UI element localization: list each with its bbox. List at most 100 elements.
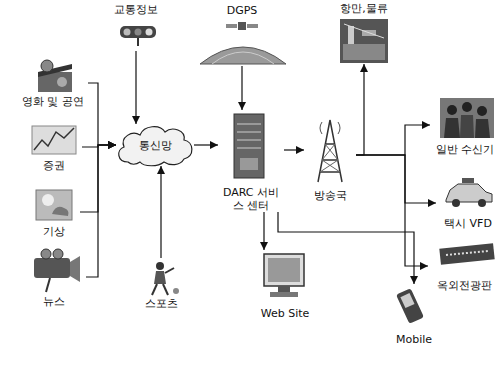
billboard-node: 옥외전광판: [428, 240, 500, 292]
server-icon-part: [237, 124, 261, 125]
news-node: 뉴스: [22, 246, 86, 308]
satellite-earth-icon-part: [212, 52, 274, 64]
sports-player-icon-part: [165, 268, 174, 273]
arrow-connector: [263, 212, 264, 250]
arrow-connector: [356, 125, 430, 155]
movie-node: 영화 및 공연: [18, 58, 88, 108]
traffic-light-icon-part: [146, 29, 153, 36]
taxi-node: 택시 VFD: [436, 176, 500, 230]
people-group-icon: [440, 98, 494, 138]
movie-clapper-icon-part: [57, 77, 67, 87]
mobile-node: Mobile: [384, 284, 444, 346]
people-group-icon-part: [475, 119, 490, 138]
port-photo: [340, 19, 388, 63]
sports-player-icon: [152, 262, 179, 295]
arrow-connector: [160, 166, 161, 258]
server-icon-part: [240, 158, 258, 170]
node-label: 옥외전광판: [437, 279, 492, 292]
arrow-connector: [86, 145, 116, 277]
monitor-icon-part: [264, 254, 304, 286]
weather-node: 기상: [28, 186, 80, 238]
weather-icon-part: [36, 190, 72, 220]
server-icon-part: [237, 148, 261, 149]
satellite-earth-icon-part: [247, 24, 258, 28]
port-photo-part: [348, 26, 354, 44]
node-label: DARC 서비스 센터: [218, 186, 284, 212]
stock-chart-icon-part: [32, 126, 76, 154]
taxi-icon-part: [462, 178, 474, 183]
satellite-earth-icon: [200, 22, 286, 64]
node-label: DGPS: [227, 4, 258, 17]
broadcast-node: 방송국: [304, 118, 356, 202]
arrow-connector: [356, 155, 436, 203]
people-group-icon-part: [477, 106, 487, 116]
node-label: 일반 수신기: [436, 143, 495, 156]
port-photo-part: [343, 44, 385, 60]
taxi-icon-part: [478, 199, 486, 207]
node-label: 교통정보: [114, 3, 158, 16]
node-label: 뉴스: [43, 295, 65, 308]
sports-player-icon-part: [152, 284, 157, 295]
sports-player-icon-part: [156, 262, 164, 270]
satellite-earth-icon-part: [200, 47, 286, 64]
broadcast-tower-icon: [318, 120, 342, 182]
video-camera-icon-part: [53, 249, 63, 259]
cloud-outline: [119, 127, 192, 166]
monitor-icon-part: [270, 292, 298, 297]
people-group-icon-part: [440, 98, 494, 138]
dgps-node: DGPS: [196, 4, 288, 66]
node-label: 증권: [43, 159, 65, 172]
arrow-connector: [194, 144, 218, 145]
video-camera-icon-part: [41, 249, 51, 259]
movie-clapper-icon-part: [41, 60, 53, 72]
server-icon-part: [234, 114, 264, 178]
people-group-icon-part: [447, 105, 457, 115]
mobile-phone-icon: [396, 288, 424, 324]
node-label: Mobile: [396, 333, 432, 346]
sports-node: 스포츠: [134, 258, 188, 310]
traffic-light-icon: [120, 26, 156, 46]
node-label: 방송국: [314, 189, 347, 202]
arrow-connector: [356, 155, 428, 266]
node-label: 스포츠: [145, 297, 178, 310]
node-label: 통신망: [139, 139, 172, 152]
node-label: 택시 VFD: [444, 217, 492, 230]
outdoor-display-icon-part: [446, 251, 488, 255]
taxi-icon-part: [452, 199, 460, 207]
stock-chart-icon-part: [34, 128, 74, 150]
weather-icon-part: [52, 207, 69, 216]
stock-chart-icon: [32, 126, 76, 154]
movie-clapper-icon: [38, 60, 72, 92]
monitor-icon-part: [278, 286, 290, 292]
monitor-icon-part: [268, 258, 300, 282]
people-group-icon-part: [460, 115, 474, 138]
taxi-icon: [446, 178, 492, 207]
port-photo-part: [340, 19, 388, 63]
traffic-light-icon-part: [135, 29, 142, 36]
traffic-light-icon-part: [124, 29, 131, 36]
node-label: 기상: [43, 225, 65, 238]
server-icon-part: [237, 140, 261, 141]
arrow-connector: [135, 51, 136, 124]
node-label: 영화 및 공연: [22, 95, 84, 108]
satellite-earth-icon-part: [238, 22, 246, 30]
video-camera-icon-part: [34, 258, 70, 278]
broadcast-tower-icon-part: [318, 120, 342, 182]
network-cloud: 통신망: [114, 122, 196, 168]
server-icon-part: [237, 132, 261, 133]
securities-node: 증권: [26, 122, 82, 172]
outdoor-display-icon: [439, 243, 494, 265]
website-node: Web Site: [250, 250, 320, 320]
sports-player-icon-part: [163, 284, 168, 295]
broadcast-tower-icon-part: [320, 122, 340, 134]
video-camera-icon-part: [46, 278, 50, 292]
node-label: Web Site: [261, 307, 310, 320]
weather-icon-part: [42, 194, 54, 206]
traffic-light-icon-part: [120, 26, 156, 38]
traffic-light-icon-part: [137, 38, 139, 46]
mobile-phone-icon-part: [396, 288, 424, 324]
video-camera-icon: [34, 249, 80, 292]
receiver-node: 일반 수신기: [430, 94, 500, 156]
